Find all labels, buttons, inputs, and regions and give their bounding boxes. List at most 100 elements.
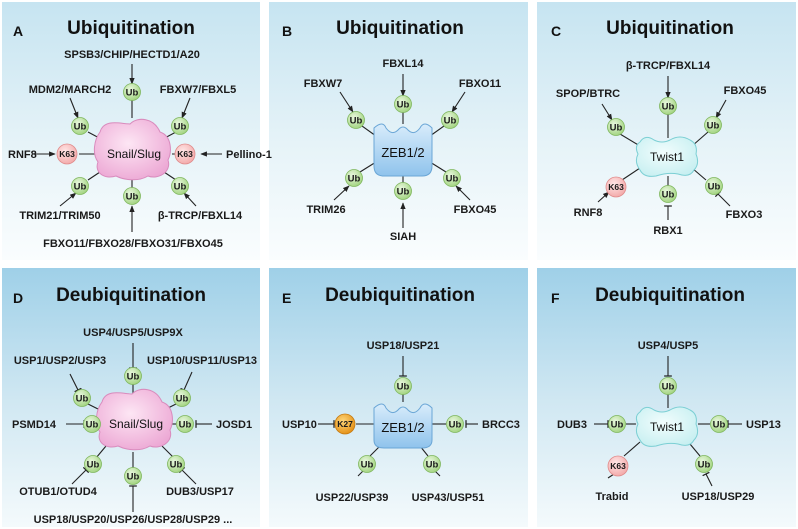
zeb-protein-shape	[373, 123, 433, 177]
inhibit-br-c	[714, 190, 731, 207]
panel-e-letter: E	[282, 290, 291, 306]
svg-text:Ub: Ub	[449, 420, 462, 431]
ub-badge: Ub	[347, 111, 365, 129]
regulator-label: FBXW7	[304, 78, 343, 90]
svg-text:Ub: Ub	[662, 382, 675, 393]
snail-slug-protein-shape	[93, 118, 171, 181]
k63-badge: K63	[174, 143, 196, 165]
regulator-label: FBXO11	[459, 78, 501, 90]
regulator-label: β-TRCP/FBXL14	[626, 60, 711, 72]
svg-text:Ub: Ub	[397, 187, 410, 198]
svg-text:Ub: Ub	[446, 174, 459, 185]
panel-d-letter: D	[13, 290, 23, 306]
panel-a-letter: A	[13, 23, 23, 39]
ub-badge: Ub	[358, 455, 376, 473]
ub-badge: Ub	[607, 118, 625, 136]
arrow-tl-a	[69, 97, 79, 119]
svg-text:Ub: Ub	[74, 182, 87, 193]
regulator-label: RNF8	[8, 149, 37, 161]
panel-b-title: Ubiquitination	[336, 18, 464, 39]
regulator-label: DUB3	[557, 419, 587, 431]
svg-text:Ub: Ub	[179, 420, 192, 431]
stalk-d	[161, 445, 175, 459]
regulator-label: FBXW7/FBXL5	[160, 84, 236, 96]
twist1-protein-shape	[635, 406, 699, 447]
stalk-f	[689, 443, 701, 457]
regulator-label: PSMD14	[12, 419, 57, 431]
ub-badge: Ub	[704, 116, 722, 134]
protein-label: ZEB1/2	[381, 145, 424, 160]
svg-text:Ub: Ub	[611, 420, 624, 431]
arrow-tr-b	[451, 91, 466, 113]
regulator-label: RNF8	[574, 207, 603, 219]
svg-text:Ub: Ub	[174, 182, 187, 193]
regulator-label: DUB3/USP17	[166, 486, 234, 498]
svg-text:K63: K63	[610, 461, 626, 471]
regulator-label: USP10	[282, 419, 317, 431]
stalk-c	[621, 167, 641, 181]
ub-badge: Ub	[710, 415, 728, 433]
regulator-label: FBXO45	[724, 85, 767, 97]
ub-badge: Ub	[695, 455, 713, 473]
panel-e-background	[269, 268, 528, 527]
inhibit-br-d	[178, 466, 197, 485]
svg-text:Ub: Ub	[176, 394, 189, 405]
regulator-label: SIAH	[390, 231, 416, 243]
regulator-label: FBXL14	[383, 58, 425, 70]
stalk-f	[623, 441, 641, 457]
arrow-bl-b	[333, 185, 350, 201]
regulator-label: β-TRCP/FBXL14	[158, 210, 243, 222]
panel-f-title: Deubiquitination	[595, 285, 745, 306]
svg-text:Ub: Ub	[350, 116, 363, 127]
ub-badge: Ub	[446, 415, 464, 433]
regulator-label: FBXO11/FBXO28/FBXO31/FBXO45	[43, 238, 223, 250]
panel-b: B Ubiquitination ZEB1/2 Ub Ub Ub Ub Ub U…	[282, 18, 501, 243]
regulator-label: SPSB3/CHIP/HECTD1/A20	[64, 49, 200, 61]
regulator-label: FBXO45	[454, 204, 497, 216]
regulator-label: USP4/USP5	[638, 340, 699, 352]
ub-badge: Ub	[394, 377, 412, 395]
svg-text:Ub: Ub	[348, 174, 361, 185]
svg-text:Ub: Ub	[86, 420, 99, 431]
panel-c-background	[537, 2, 796, 260]
k27-badge: K27	[334, 413, 356, 435]
panel-d: D Deubiquitination Snail/Slug Ub Ub Ub U…	[12, 285, 257, 526]
k63-badge: K63	[56, 143, 78, 165]
ub-badge: Ub	[659, 97, 677, 115]
svg-text:K63: K63	[608, 182, 624, 192]
panel-d-title: Deubiquitination	[56, 285, 206, 306]
stalk-b	[429, 161, 447, 173]
panel-c: C Ubiquitination Twist1 Ub Ub Ub Ub Ub K…	[551, 18, 766, 237]
arrow-tr-c	[715, 99, 727, 119]
svg-text:Ub: Ub	[126, 88, 139, 99]
svg-text:Ub: Ub	[74, 122, 87, 133]
regulator-label: USP18/USP29	[682, 491, 755, 503]
svg-text:Ub: Ub	[87, 460, 100, 471]
panel-b-letter: B	[282, 23, 292, 39]
ub-badge: Ub	[659, 377, 677, 395]
svg-text:Ub: Ub	[662, 190, 675, 201]
inhibit-bl-d	[71, 466, 90, 485]
regulator-label: OTUB1/OTUD4	[19, 486, 98, 498]
arrow-br-b	[455, 185, 471, 201]
ub-badge: Ub	[73, 389, 91, 407]
protein-label: Snail/Slug	[109, 417, 163, 431]
regulator-label: USP10/USP11/USP13	[147, 355, 257, 367]
arrow-tl-b	[339, 91, 354, 113]
ub-badge: Ub	[71, 177, 89, 195]
ub-badge: Ub	[345, 169, 363, 187]
inhibit-tr-d	[180, 371, 193, 393]
regulator-label: BRCC3	[482, 419, 520, 431]
protein-label: Snail/Slug	[107, 147, 161, 161]
ub-badge: Ub	[123, 83, 141, 101]
svg-text:Ub: Ub	[174, 122, 187, 133]
regulator-label: TRIM21/TRIM50	[19, 210, 100, 222]
regulator-label: USP4/USP5/USP9X	[83, 327, 183, 339]
ub-badge: Ub	[608, 415, 626, 433]
regulator-label: MDM2/MARCH2	[29, 84, 112, 96]
svg-text:Ub: Ub	[127, 472, 140, 483]
panel-c-letter: C	[551, 23, 561, 39]
regulator-label: USP18/USP21	[367, 340, 440, 352]
stalk-d	[95, 445, 107, 459]
